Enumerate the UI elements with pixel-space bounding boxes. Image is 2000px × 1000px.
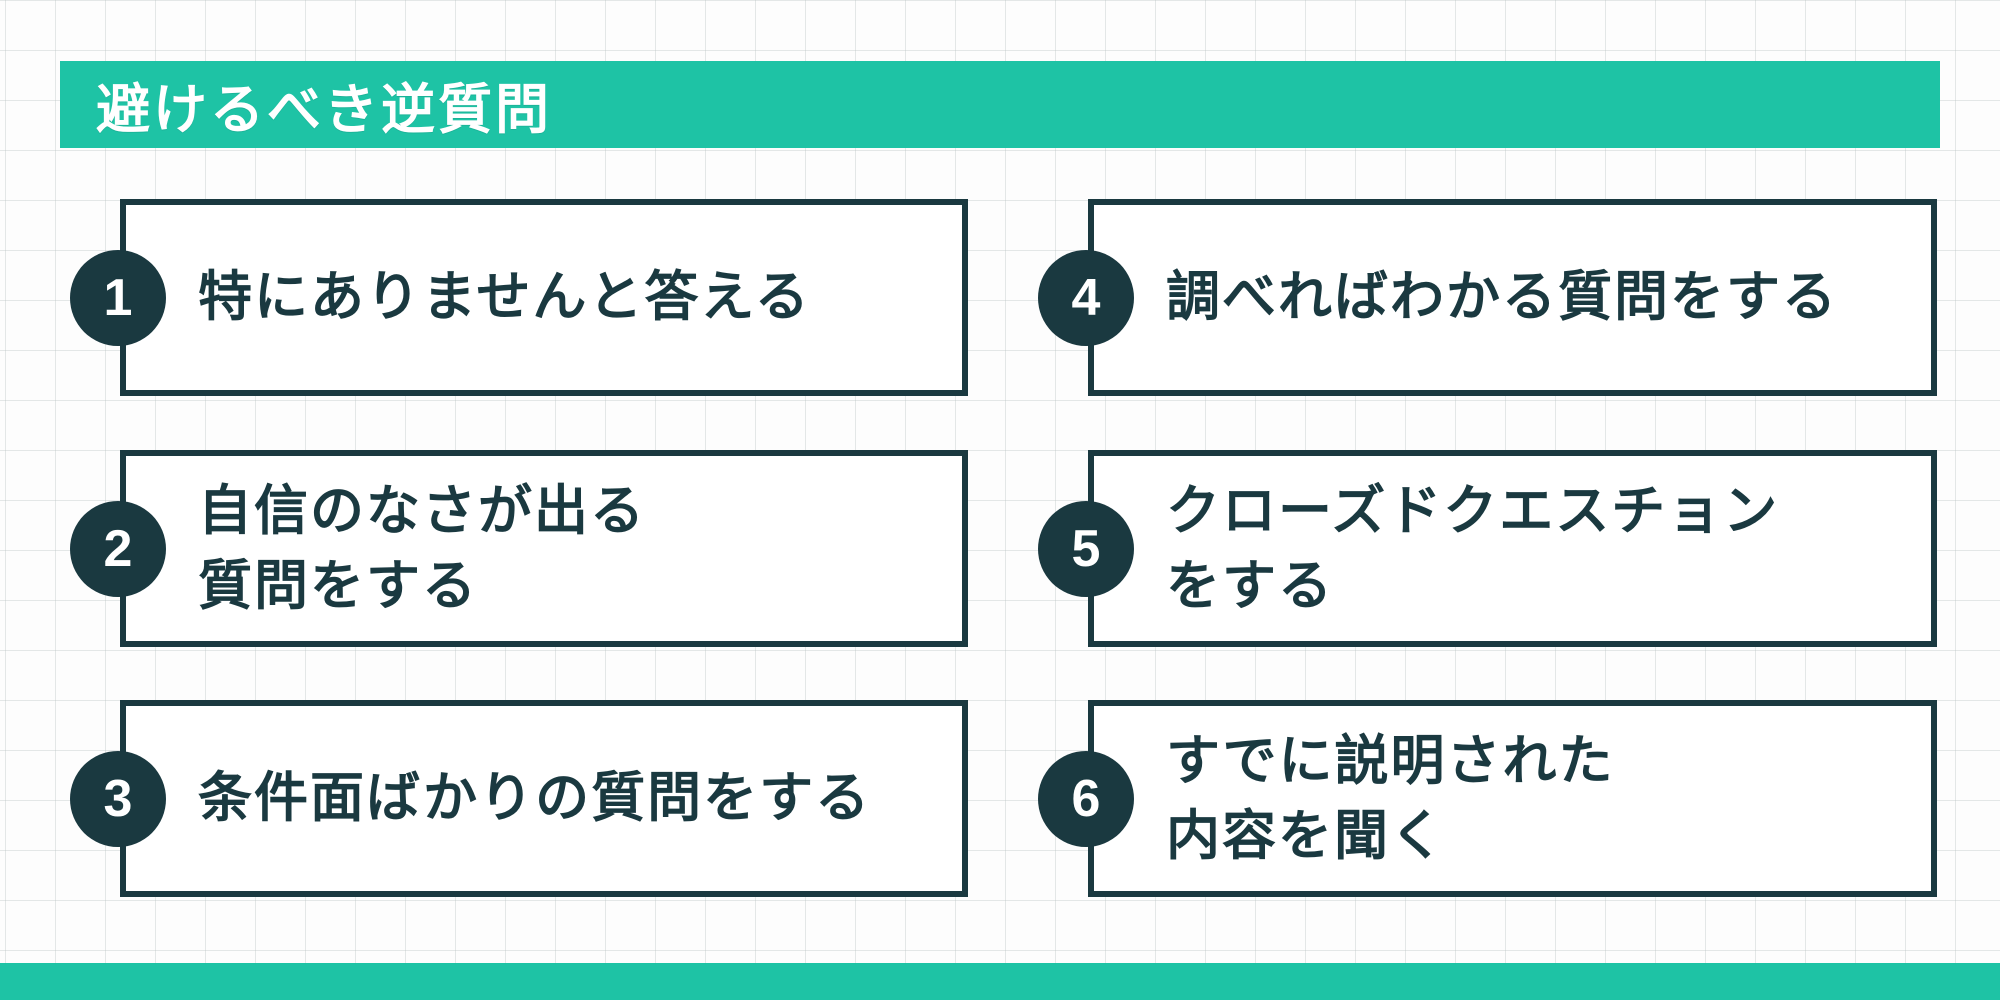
item-number-badge: 1: [70, 249, 166, 346]
title-bar: 避けるべき逆質問: [60, 61, 1940, 148]
item-box-6: 6 すでに説明された 内容を聞く: [1038, 700, 1937, 897]
item-box-4: 4 調べればわかる質問をする: [1038, 199, 1937, 396]
item-number-badge: 4: [1038, 249, 1134, 346]
item-label: 特にありませんと答える: [198, 267, 811, 328]
item-number-badge: 2: [70, 500, 166, 597]
item-label: 調べればわかる質問をする: [1166, 267, 1838, 328]
item-label: クローズドクエスチョン をする: [1166, 480, 1780, 616]
bottom-accent-bar: [0, 963, 2000, 1000]
item-box-3: 3 条件面ばかりの質問をする: [70, 700, 968, 897]
item-box-2: 2 自信のなさが出る 質問をする: [70, 450, 968, 647]
item-number-badge: 3: [70, 750, 166, 847]
item-box-1: 1 特にありませんと答える: [70, 199, 968, 396]
page-title: 避けるべき逆質問: [96, 80, 552, 140]
item-label: 条件面ばかりの質問をする: [198, 768, 872, 829]
item-label: すでに説明された 内容を聞く: [1166, 730, 1615, 866]
item-number-badge: 6: [1038, 750, 1134, 847]
item-label: 自信のなさが出る 質問をする: [198, 480, 646, 616]
item-number-badge: 5: [1038, 500, 1134, 597]
item-box-5: 5 クローズドクエスチョン をする: [1038, 450, 1937, 647]
